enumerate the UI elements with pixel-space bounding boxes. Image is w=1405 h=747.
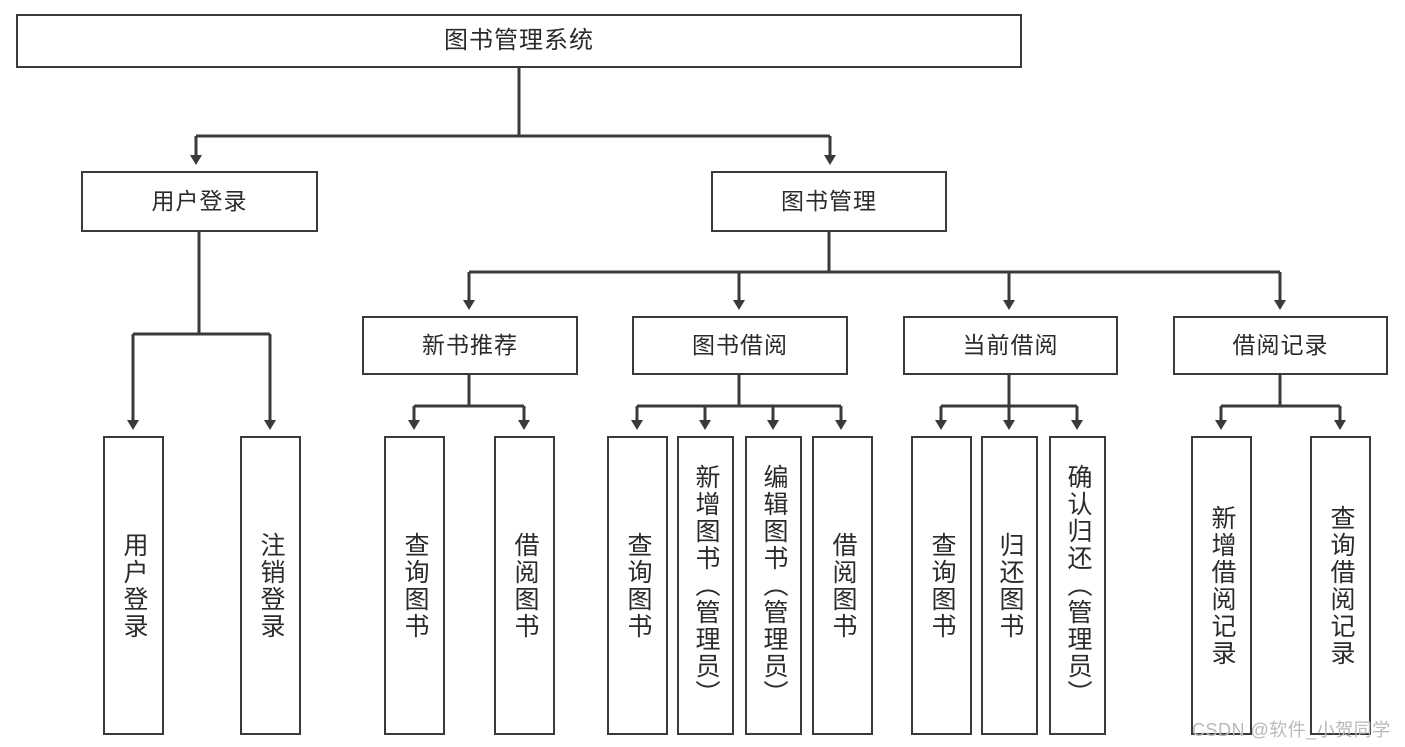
leaf-record-query-record[interactable]: 查询借阅记录 (1310, 436, 1371, 735)
node-label: 新书推荐 (422, 332, 518, 359)
node-new-book-recommend[interactable]: 新书推荐 (362, 316, 578, 375)
node-label: 用户登录 (151, 188, 248, 215)
node-current-borrow[interactable]: 当前借阅 (903, 316, 1118, 375)
leaf-borrow-add-book-admin[interactable]: 新增图书（管理员） (677, 436, 734, 735)
node-label: 借阅图书 (511, 531, 539, 640)
node-user-login[interactable]: 用户登录 (81, 171, 318, 232)
leaf-borrow-borrow-book[interactable]: 借阅图书 (812, 436, 873, 735)
csdn-watermark: CSDN @软件_小贺同学 (1192, 720, 1391, 740)
leaf-user-login-login[interactable]: 用户登录 (103, 436, 164, 735)
leaf-new-book-query[interactable]: 查询图书 (384, 436, 445, 735)
node-label: 借阅图书 (829, 531, 857, 640)
node-label: 图书管理系统 (444, 27, 594, 55)
node-label: 新增图书（管理员） (692, 464, 720, 707)
leaf-current-query-book[interactable]: 查询图书 (911, 436, 972, 735)
node-label: 图书借阅 (692, 332, 788, 359)
node-root-system[interactable]: 图书管理系统 (16, 14, 1022, 68)
leaf-record-add-record[interactable]: 新增借阅记录 (1191, 436, 1252, 735)
leaf-current-return-book[interactable]: 归还图书 (981, 436, 1038, 735)
leaf-new-book-borrow[interactable]: 借阅图书 (494, 436, 555, 735)
node-label: 归还图书 (996, 531, 1024, 640)
leaf-borrow-edit-book-admin[interactable]: 编辑图书（管理员） (745, 436, 802, 735)
node-label: 当前借阅 (962, 332, 1059, 359)
node-label: 编辑图书（管理员） (760, 464, 788, 707)
node-borrow-record[interactable]: 借阅记录 (1173, 316, 1388, 375)
leaf-user-login-logout[interactable]: 注销登录 (240, 436, 301, 735)
leaf-borrow-query-book[interactable]: 查询图书 (607, 436, 668, 735)
node-book-management[interactable]: 图书管理 (711, 171, 947, 232)
node-label: 新增借阅记录 (1208, 504, 1236, 667)
node-label: 查询借阅记录 (1327, 504, 1355, 667)
node-label: 查询图书 (928, 531, 956, 640)
node-label: 确认归还（管理员） (1064, 464, 1092, 707)
node-label: 注销登录 (257, 531, 285, 640)
node-label: 查询图书 (401, 531, 429, 640)
node-label: 图书管理 (781, 188, 877, 215)
node-label: 用户登录 (120, 531, 148, 640)
leaf-current-confirm-return-admin[interactable]: 确认归还（管理员） (1049, 436, 1106, 735)
node-book-borrow[interactable]: 图书借阅 (632, 316, 848, 375)
node-label: 查询图书 (624, 531, 652, 640)
node-label: 借阅记录 (1232, 332, 1329, 359)
